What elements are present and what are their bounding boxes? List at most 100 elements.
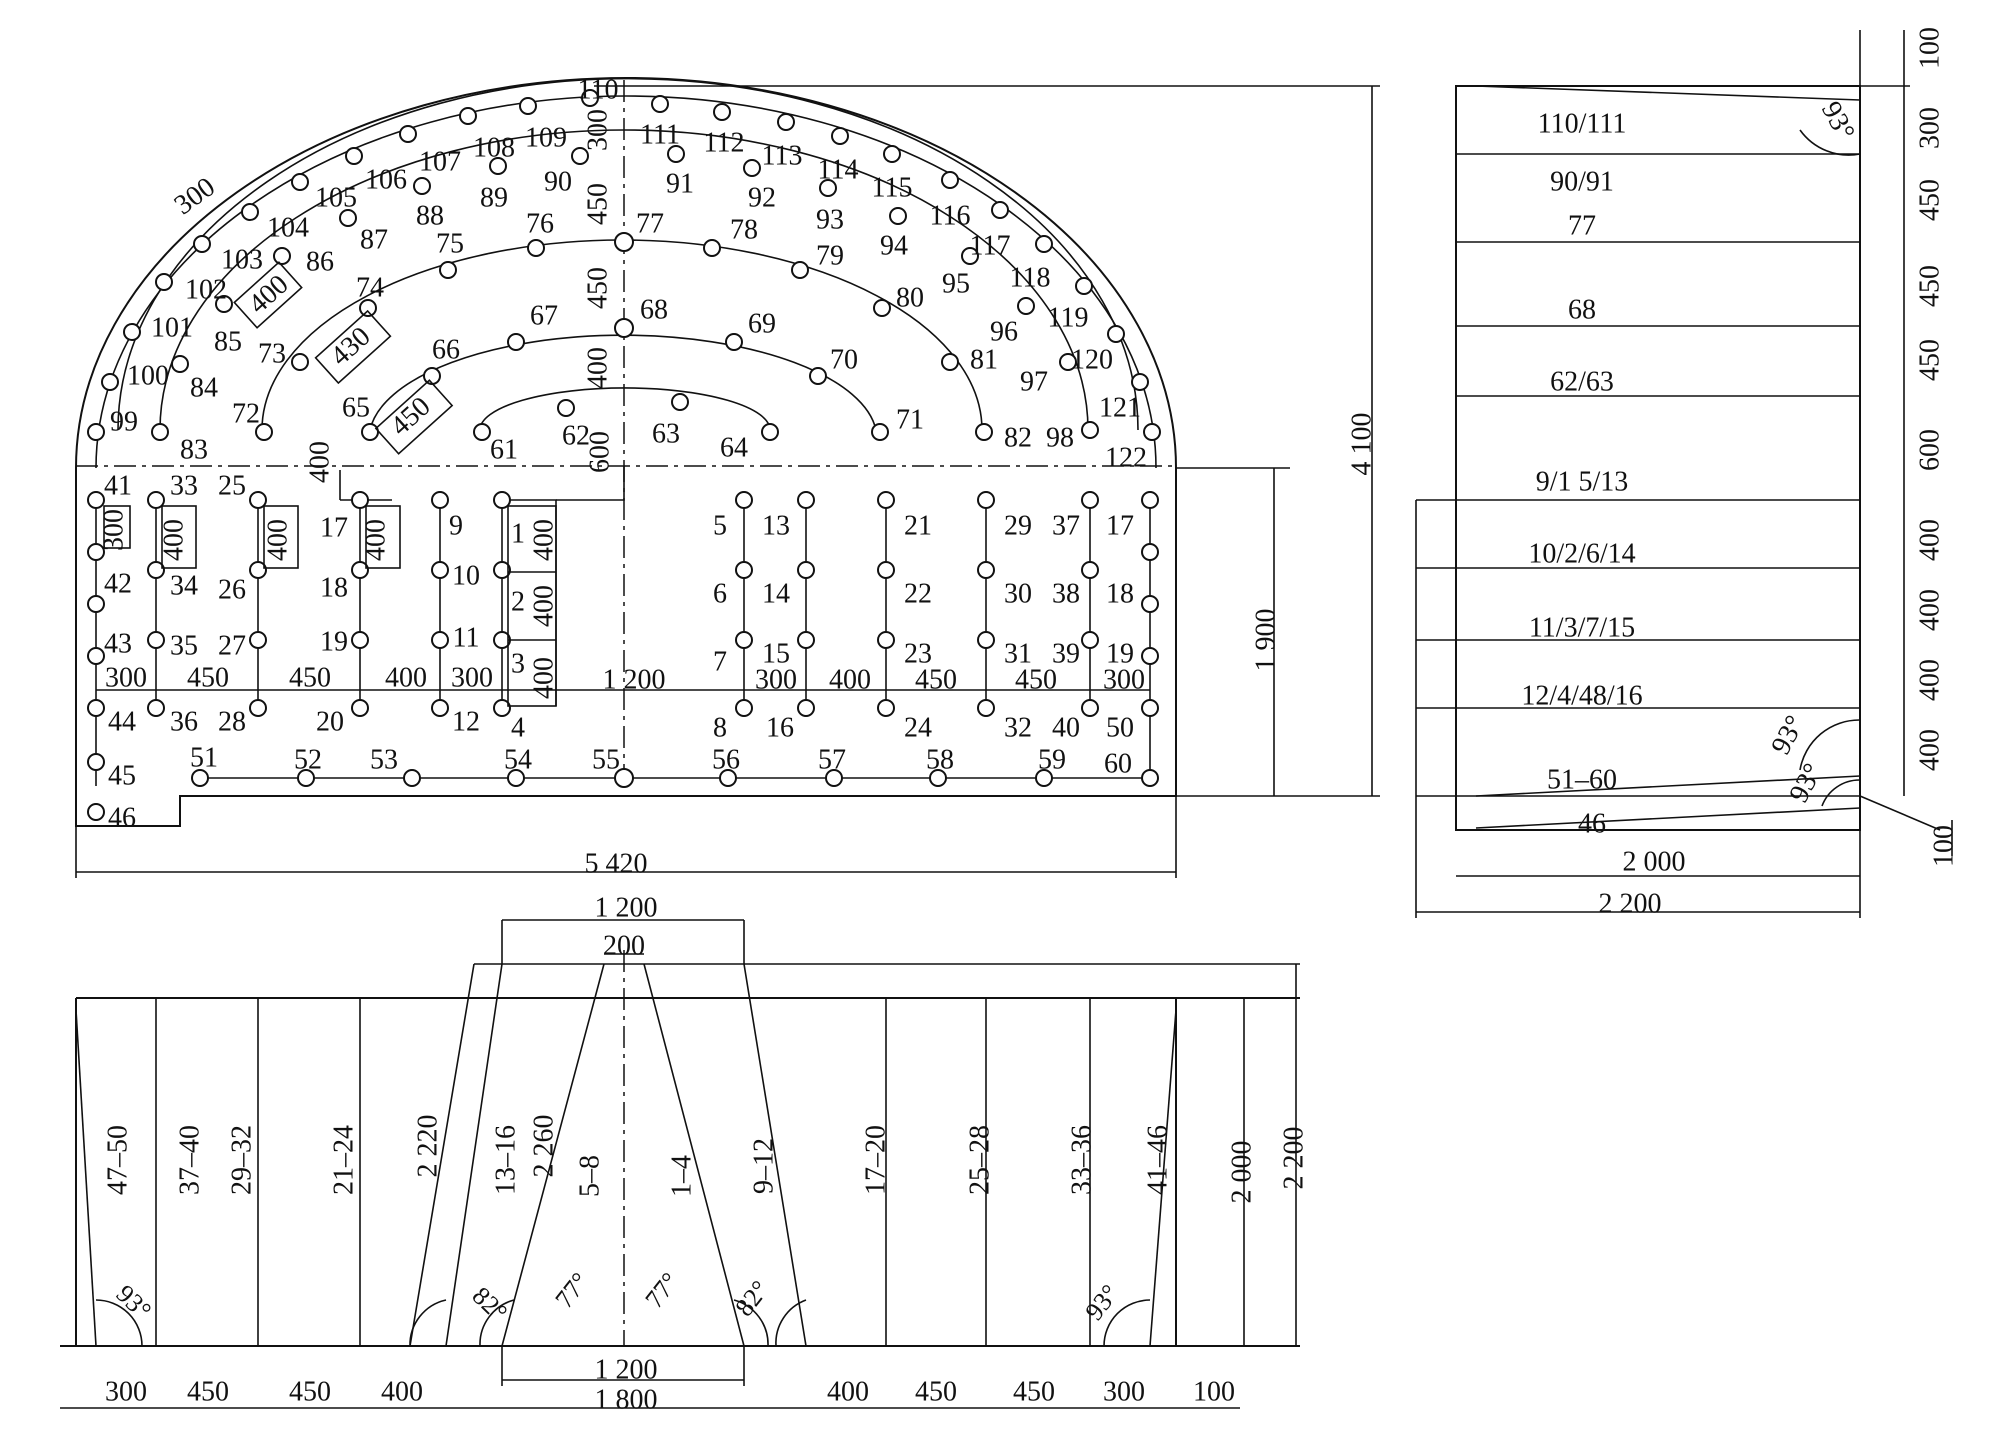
hole-number-label: 59	[1038, 744, 1066, 775]
outline-arc-6	[479, 387, 771, 431]
hole-number-label: 10	[452, 560, 480, 591]
angle-label: 82°	[467, 1281, 513, 1327]
hole-row-label: 10/2/6/14	[1528, 538, 1635, 569]
front-view	[75, 77, 1380, 878]
hole-row-label: 46	[1578, 808, 1606, 839]
hole-number-label: 99	[110, 406, 138, 437]
hole-number-label: 73	[258, 338, 286, 369]
dimension-label: 2 200	[1599, 888, 1662, 919]
hole-columns	[95, 466, 1151, 786]
hole-number-label: 118	[1010, 262, 1051, 293]
hole-number-label: 38	[1052, 578, 1080, 609]
angle-label: 93°	[1765, 710, 1811, 759]
dimension-label: 2 000	[1623, 846, 1686, 877]
hole-number-label: 36	[170, 706, 198, 737]
hole-number-label: 9	[449, 510, 463, 541]
hole-number-label: 61	[490, 434, 518, 465]
hole-number-label: 4	[511, 712, 525, 743]
dimension-label: 1 200	[603, 664, 666, 695]
plan-angle-labels: 93°82°77°77°82°93°	[111, 1267, 1125, 1327]
hole-number-label: 11	[453, 622, 480, 653]
side-angle-labels: 93°93°93°	[1765, 96, 1860, 807]
hole-number-label: 105	[315, 182, 357, 213]
hole-number-label: 8	[713, 712, 727, 743]
hole-number-label: 22	[904, 578, 932, 609]
hole-group-label: 5–8	[574, 1155, 605, 1197]
hole-number-label: 112	[704, 127, 745, 158]
dimension-label: 450	[582, 183, 613, 225]
hole-number-label: 52	[294, 744, 322, 775]
dimension-label: 450	[1914, 339, 1945, 381]
hole-group-label: 47–50	[102, 1125, 133, 1195]
hole-number-label: 37	[1052, 510, 1080, 541]
hole-number-label: 23	[904, 638, 932, 669]
hole-number-label: 71	[896, 404, 924, 435]
hole-number-label: 117	[970, 230, 1011, 261]
dimension-label: 2 260	[528, 1115, 559, 1178]
hole-number-label: 68	[640, 294, 668, 325]
dimension-label: 300	[105, 662, 147, 693]
outline-arc-2	[117, 77, 1139, 431]
dimension-label: 600	[1914, 429, 1945, 471]
dimension-label: 400	[158, 519, 189, 561]
hole-number-label: 25	[218, 470, 246, 501]
hole-number-label: 30	[1004, 578, 1032, 609]
dimension-label: 300	[1103, 664, 1145, 695]
hole-number-label: 113	[762, 140, 803, 171]
dimension-label: 4 100	[1346, 413, 1377, 476]
dimension-label: 300	[451, 662, 493, 693]
hole-number-label: 76	[526, 208, 554, 239]
hole-number-label: 17	[1106, 510, 1134, 541]
hole-number-label: 87	[360, 224, 388, 255]
hole-number-label: 56	[712, 744, 740, 775]
hole-group-label: 29–32	[226, 1125, 257, 1195]
dimension-label: 300	[105, 1376, 147, 1407]
dimension-label: 400	[528, 585, 559, 627]
hole-number-label: 72	[232, 398, 260, 429]
angle-label: 93°	[1079, 1279, 1124, 1326]
dimension-label: 100	[1914, 27, 1945, 69]
hole-number-label: 64	[720, 432, 748, 463]
hole-number-label: 50	[1106, 712, 1134, 743]
hole-number-label: 102	[185, 274, 227, 305]
hole-number-label: 28	[218, 706, 246, 737]
dimension-label: 1 800	[595, 1384, 658, 1415]
dimension-label: 450	[915, 1376, 957, 1407]
hole-number-label: 78	[730, 214, 758, 245]
dimension-label: 400	[381, 1376, 423, 1407]
dimension-label: 2 000	[1226, 1141, 1257, 1204]
hole-number-label: 35	[170, 630, 198, 661]
hole-number-label: 7	[713, 646, 727, 677]
hole-number-label: 79	[816, 240, 844, 271]
hole-number-label: 1	[511, 518, 525, 549]
hole-number-label: 32	[1004, 712, 1032, 743]
hole-group-label: 33–36	[1066, 1125, 1097, 1195]
hole-number-label: 97	[1020, 366, 1048, 397]
hole-number-label: 93	[816, 204, 844, 235]
hole-number-label: 108	[473, 132, 515, 163]
hole-number-label: 17	[320, 512, 348, 543]
hole-number-label: 41	[104, 470, 132, 501]
hole-number-label: 14	[762, 578, 790, 609]
dimension-label: 100	[1193, 1376, 1235, 1407]
hole-number-label: 82	[1004, 422, 1032, 453]
dimension-label: 400	[1914, 589, 1945, 631]
dimension-label: 2 220	[412, 1115, 443, 1178]
hole-number-label: 104	[267, 212, 309, 243]
hole-number-label: 98	[1046, 422, 1074, 453]
hole-number-label: 120	[1071, 344, 1113, 375]
hole-number-label: 51	[190, 742, 218, 773]
dimension-label: 400	[385, 662, 427, 693]
hole-group-label: 13–16	[490, 1125, 521, 1195]
dimension-label: 450	[915, 664, 957, 695]
hole-number-label: 58	[926, 744, 954, 775]
dimension-label: 400	[528, 519, 559, 561]
hole-number-label: 86	[306, 246, 334, 277]
hole-number-label: 20	[316, 706, 344, 737]
dimension-label: 300	[98, 509, 129, 551]
dimension-label: 450	[1914, 265, 1945, 307]
